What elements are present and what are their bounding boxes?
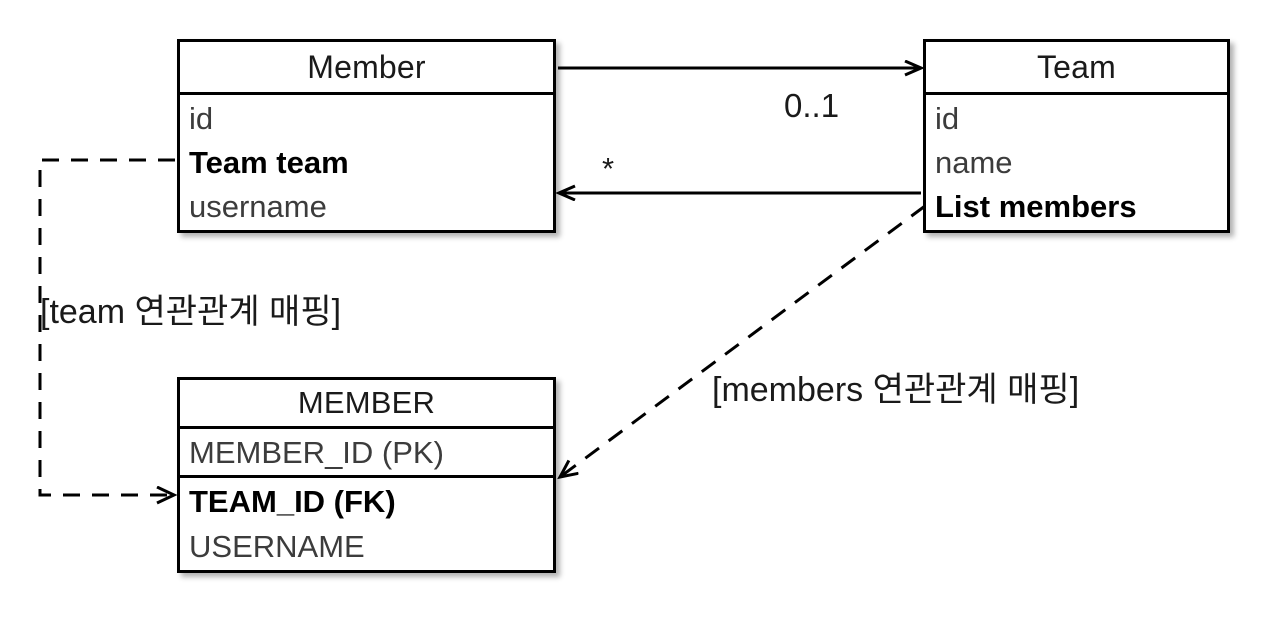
attribute-member-username: username	[189, 189, 327, 224]
class-name-team: Team	[1036, 49, 1117, 85]
multiplicity-label-team-to-member: *	[602, 151, 615, 186]
column-username: USERNAME	[189, 529, 365, 564]
note-team-mapping: [team 연관관계 매핑]	[40, 293, 342, 331]
attribute-list-member: id Team team username	[180, 95, 553, 229]
compartment-divider	[180, 426, 553, 429]
class-box-team[interactable]: Team id name List members	[923, 39, 1230, 233]
note-members-mapping: [members 연관관계 매핑]	[712, 371, 1080, 409]
class-box-member[interactable]: Member id Team team username	[177, 39, 556, 233]
attribute-member-team: Team team	[189, 145, 349, 180]
column-member-id-pk: MEMBER_ID (PK)	[189, 435, 444, 470]
attribute-team-members: List members	[935, 189, 1137, 224]
column-compartment: TEAM_ID (FK) USERNAME	[180, 478, 553, 569]
edge-members-field-to-fk	[560, 204, 926, 477]
attribute-team-name: name	[935, 145, 1013, 180]
attribute-member-id: id	[189, 101, 214, 136]
compartment-divider	[180, 92, 553, 95]
class-name-member: Member	[307, 49, 426, 85]
primary-key-compartment: MEMBER_ID (PK)	[180, 429, 553, 475]
multiplicity-label-member-to-team: 0..1	[784, 87, 840, 124]
attribute-list-team: id name List members	[926, 95, 1227, 229]
table-box-member[interactable]: MEMBER MEMBER_ID (PK) TEAM_ID (FK) USERN…	[177, 377, 556, 573]
compartment-divider	[180, 475, 553, 478]
attribute-team-id: id	[935, 101, 960, 136]
compartment-divider	[926, 92, 1227, 95]
table-name-member: MEMBER	[297, 385, 436, 420]
column-team-id-fk: TEAM_ID (FK)	[189, 484, 396, 519]
